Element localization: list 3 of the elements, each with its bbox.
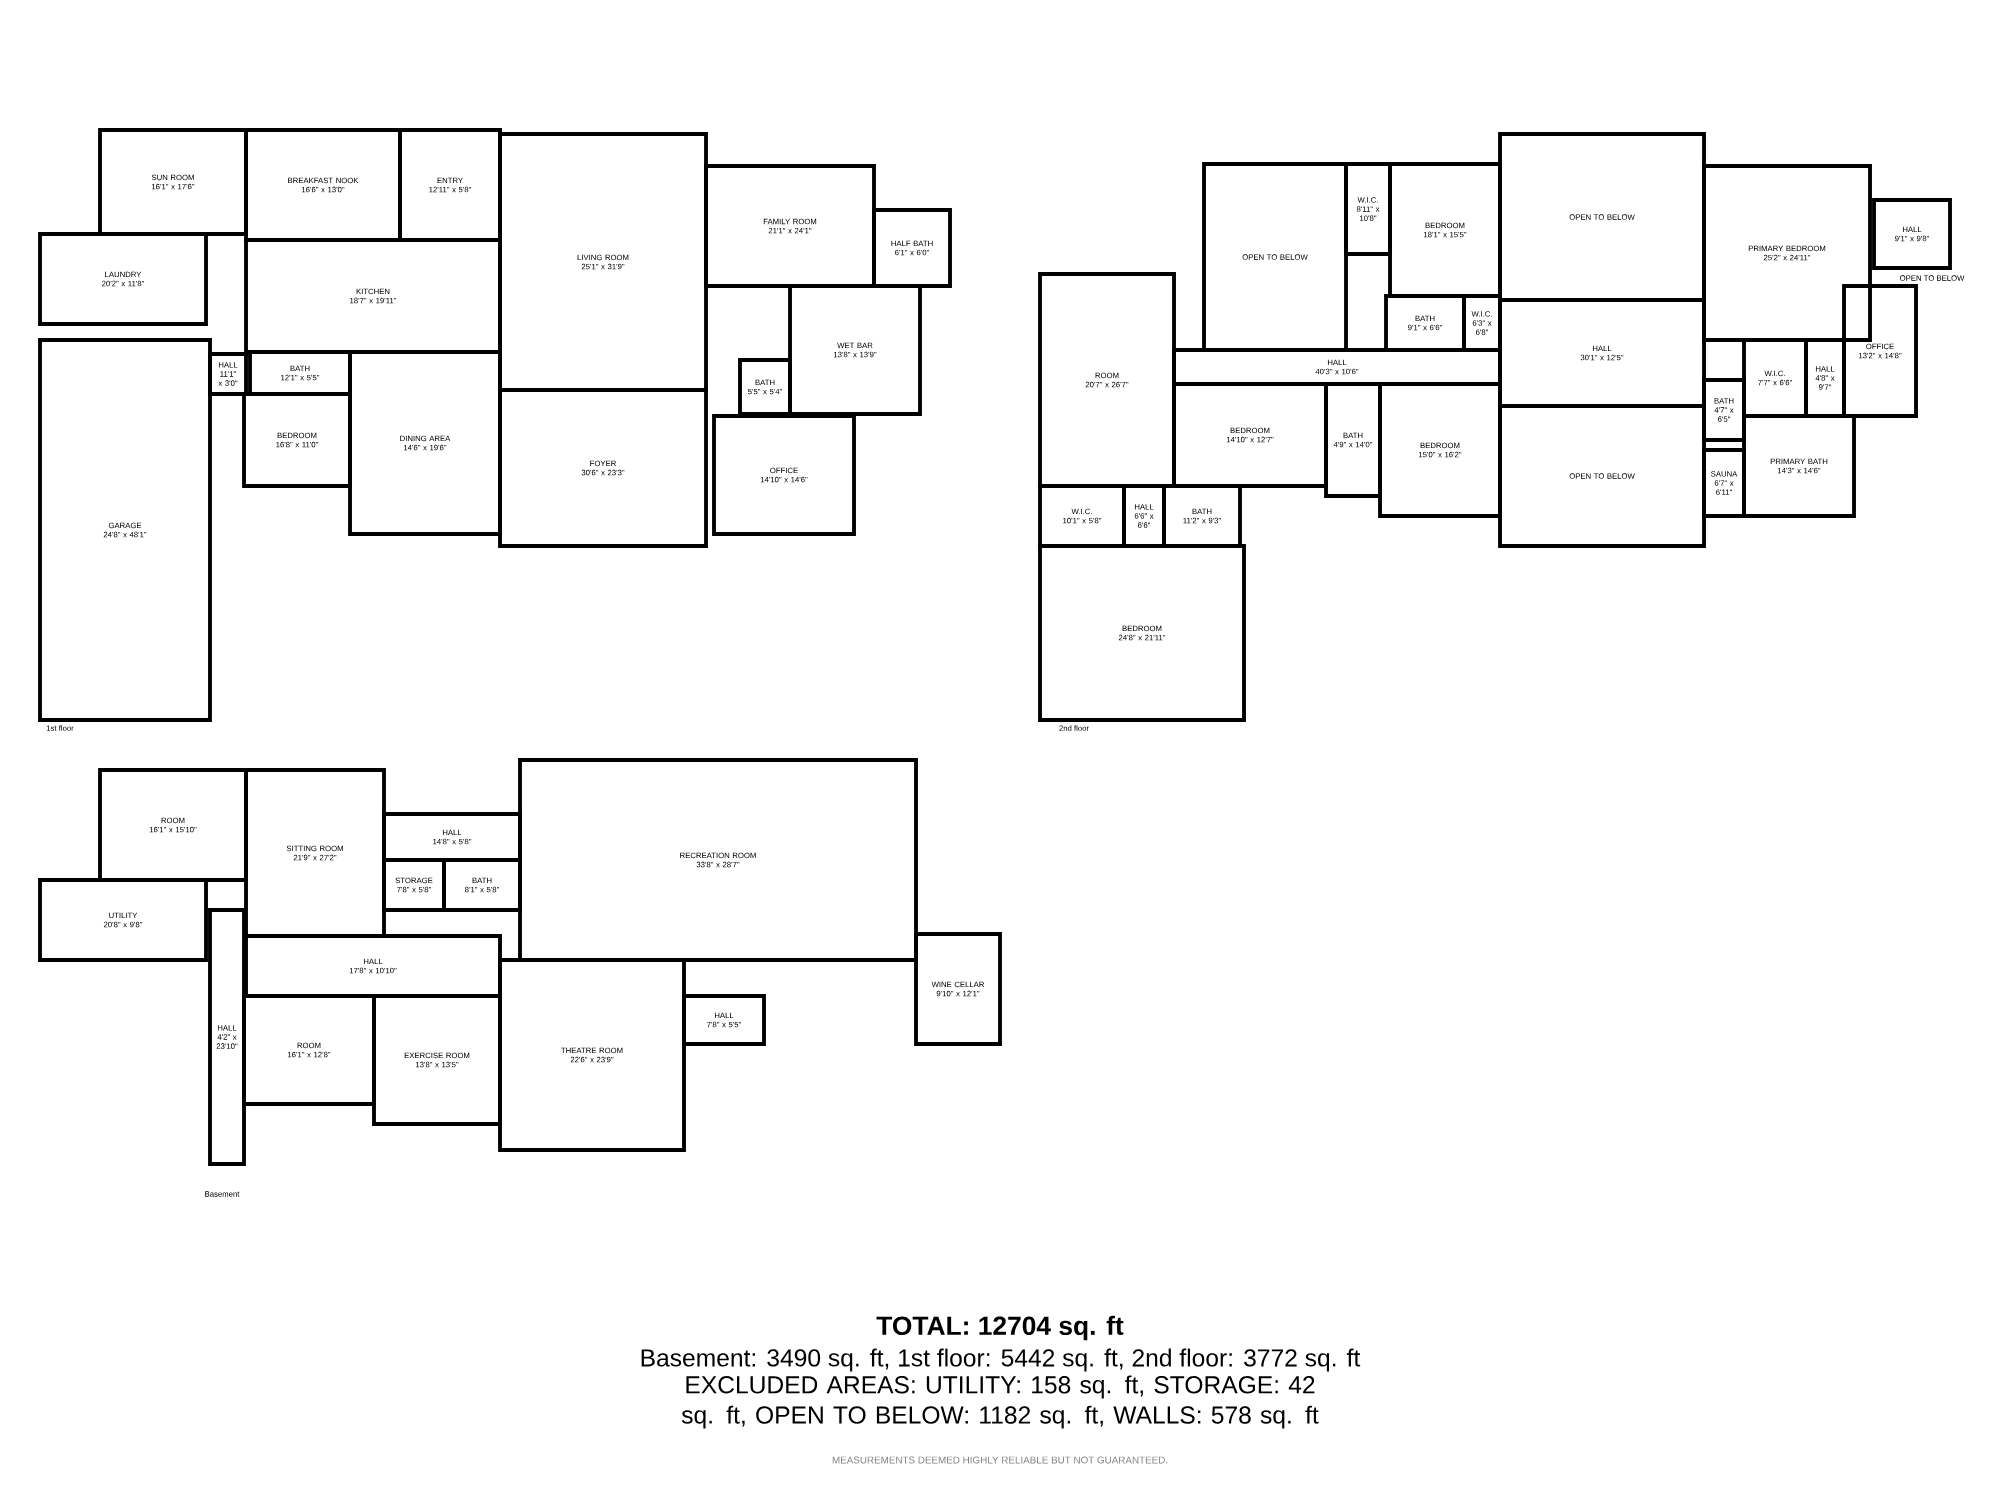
area-summary: Basement: 3490 sq. ft, 1st floor: 5442 sq. ft, 2nd floor: 3772 sq. ft (641, 1348, 1361, 1372)
title: TOTAL: 12704 sq. ft (876, 1315, 1124, 1341)
area-summary: EXCLUDED AREAS: UTILITY: 158 sq. ft, STORAGE: 42 sq. ft, OPEN TO BELOW: 1182 sq. ft, WALLS: 578 sq. ft (681, 1375, 1319, 1429)
